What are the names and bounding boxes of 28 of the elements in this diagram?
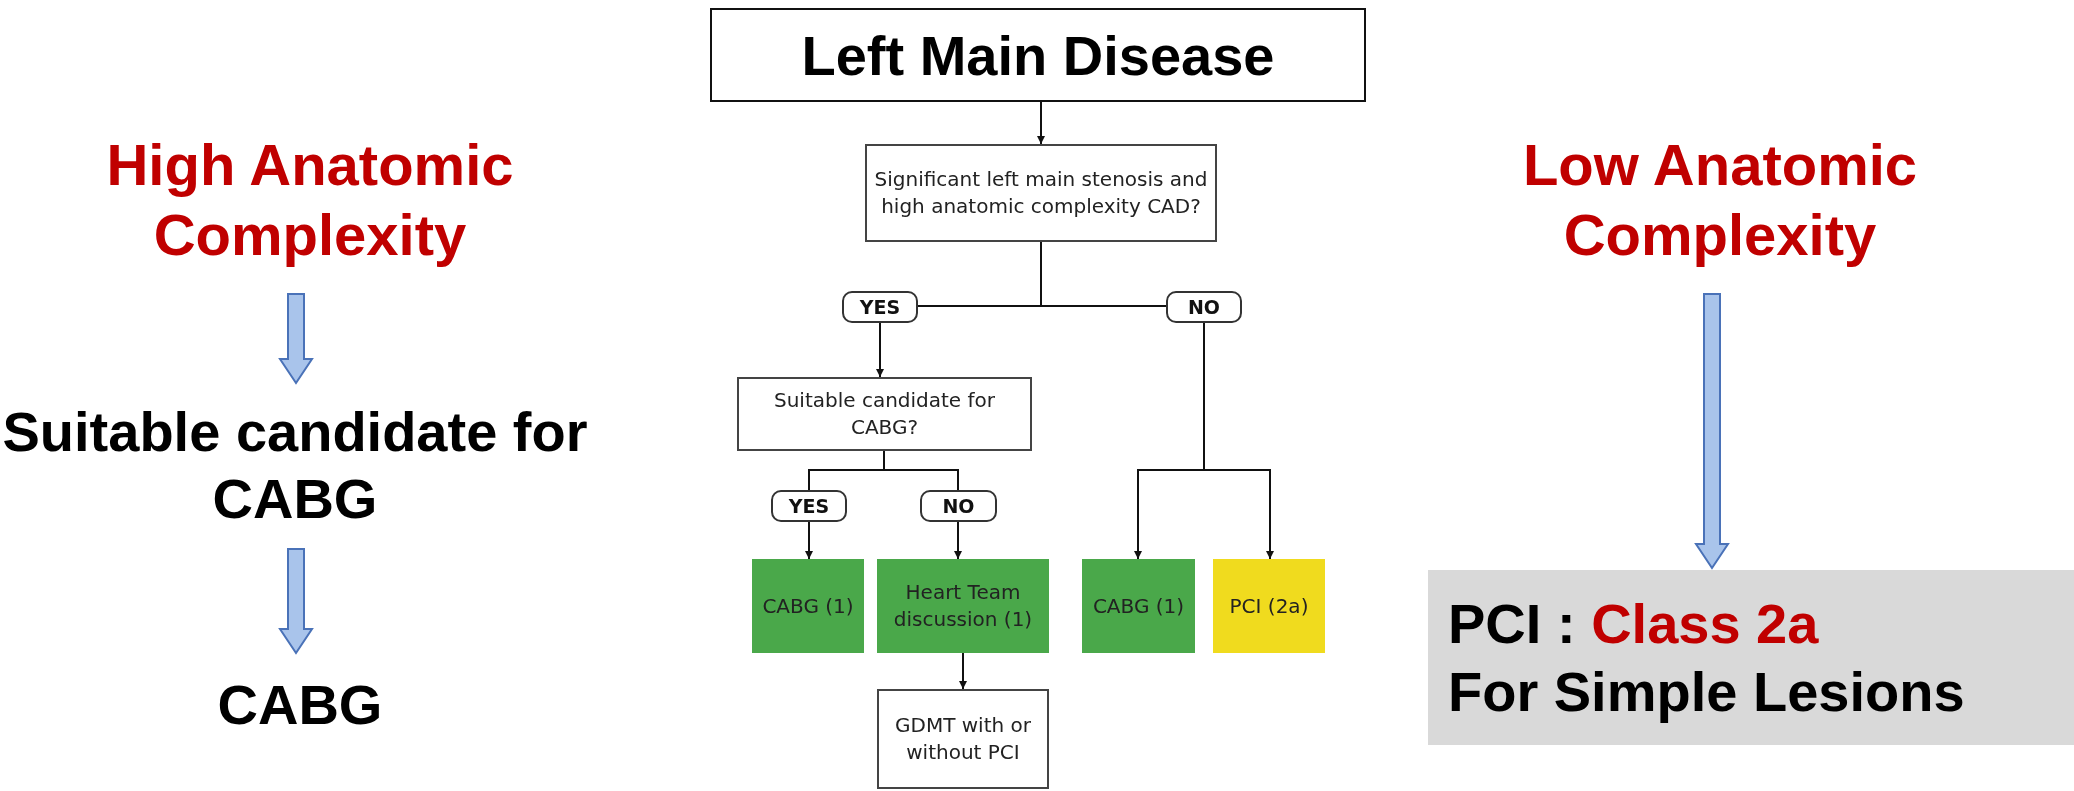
block-arrow	[278, 548, 314, 655]
recommendation-box: PCI : Class 2a For Simple Lesions	[1428, 570, 2074, 745]
answer-tag: YES	[842, 291, 918, 323]
arrow	[876, 322, 884, 378]
arrow	[1203, 322, 1274, 560]
recommendation-box: CABG (1)	[752, 559, 864, 653]
arrow	[1037, 101, 1045, 145]
connector-line	[883, 450, 959, 491]
recommendation-box: CABG (1)	[1082, 559, 1195, 653]
result-text: CABG	[150, 655, 450, 755]
block-arrow	[278, 293, 314, 385]
connector-line	[1040, 241, 1167, 307]
recommendation-box: Heart Team discussion (1)	[877, 559, 1049, 653]
heading-text: Low Anatomic Complexity	[1470, 110, 1970, 290]
step-text: Suitable candidate for CABG	[0, 385, 590, 545]
title-box: Left Main Disease	[710, 8, 1366, 102]
answer-tag: NO	[920, 490, 997, 522]
block-arrow	[1694, 293, 1730, 570]
decision-box: Suitable candidate for CABG?	[737, 377, 1032, 451]
arrow	[959, 652, 967, 690]
answer-tag: NO	[1166, 291, 1242, 323]
decision-box: Significant left main stenosis and high anatomic complexity CAD?	[865, 144, 1217, 242]
process-box: GDMT with or without PCI	[877, 689, 1049, 789]
answer-tag: YES	[771, 490, 847, 522]
arrow	[954, 521, 962, 560]
heading-text: High Anatomic Complexity	[60, 110, 560, 290]
arrow	[805, 521, 813, 560]
recommendation-box: PCI (2a)	[1213, 559, 1325, 653]
